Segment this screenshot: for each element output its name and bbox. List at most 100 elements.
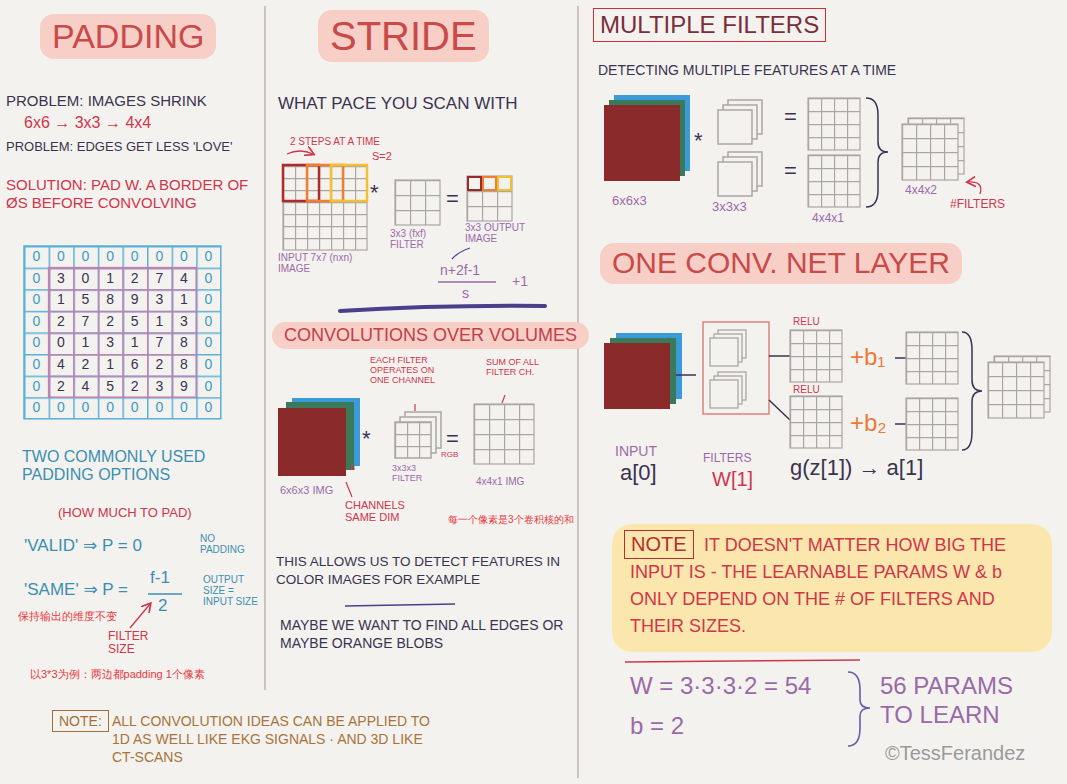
annotation-text: FILTER SIZE [108,630,168,655]
annotation-text: #FILTERS [950,198,1005,212]
annotation-text: a[0] [620,460,657,485]
grid-cell: 9 [172,379,197,393]
annotation-text: W[1] [712,468,753,491]
grid-cell: 0 [196,400,221,414]
annotation-text: 'VALID' ⇒ P = 0 [24,536,142,556]
grid-cell: 2 [49,314,74,328]
grid-cell: 5 [73,292,98,306]
grid-cell: 3 [172,314,197,328]
annotation-text: 4x4x2 [905,184,937,198]
annotation-text: +b₂ [850,409,887,437]
grid-cell: 3 [49,271,74,285]
grid-cell: 1 [172,292,197,306]
node-text: NOTE: [59,713,102,729]
grid-cell: 0 [73,249,98,263]
section-heading: ONE CONV. NET LAYER [600,243,962,284]
annotation-text: WHAT PACE YOU SCAN WITH [278,94,518,114]
node-text: MULTIPLE FILTERS [600,11,819,39]
annotation-text: * [362,426,371,451]
grid-cell: 0 [196,271,221,285]
grid-cell: 4 [49,357,74,371]
annotation-text: EACH FILTER OPERATES ON ONE CHANNEL [370,356,450,386]
annotation-text: (HOW MUCH TO PAD) [58,506,192,521]
grid-cell: 0 [172,400,197,414]
annotation-text: g(z[1]) → a[1] [790,455,923,480]
annotation-text: 4x4x1 [812,212,844,226]
annotation-text: RGB [441,450,458,459]
grid-cell: 4 [172,271,197,285]
grid-cell: 2 [147,357,172,371]
annotation-text: 4x4x1 IMG [476,476,531,487]
annotation-text: 3x3 (fxf) FILTER [390,228,454,250]
grid-cell: 3 [147,292,172,306]
annotation-text: n+2f-1 [440,262,480,278]
section-heading: CONVOLUTIONS OVER VOLUMES [272,322,589,349]
grid-cell: 0 [196,292,221,306]
section-heading: MULTIPLE FILTERS [593,8,826,42]
annotation-text: f-1 [150,568,170,588]
annotation-text: 3x3 OUTPUT IMAGE [465,222,541,244]
annotation-text: b = 2 [630,712,684,740]
node-text: PADDING [52,17,204,56]
note-box: NOTE [624,530,694,559]
grid-cell: 0 [24,249,49,263]
annotation-text: PROBLEM: IMAGES SHRINK [6,92,207,109]
grid-cell: 0 [196,357,221,371]
annotation-text: THIS ALLOWS US TO DETECT FEATURES IN COL… [276,553,571,588]
grid-cell: 1 [98,357,123,371]
grid-cell: 0 [24,271,49,285]
grid-cell: 0 [73,271,98,285]
grid-cell: 1 [98,271,123,285]
grid-cell: 0 [49,400,74,414]
grid-cell: 0 [172,249,197,263]
section-heading: PADDING [40,14,216,59]
grid-cell: 5 [98,379,123,393]
grid-cell: 8 [172,335,197,349]
annotation-text: ©TessFerandez [885,742,1025,765]
grid-cell: 2 [49,379,74,393]
annotation-text: INPUT 7x7 (nxn) IMAGE [278,252,378,274]
grid-cell: 3 [98,335,123,349]
grid-cell: 8 [172,357,197,371]
grid-cell: 1 [122,335,147,349]
annotation-text: +1 [512,273,528,289]
grid-cell: 0 [24,379,49,393]
grid-cell: 0 [122,249,147,263]
annotation-text: = [784,158,797,183]
annotation-text: s [462,285,469,301]
grid-cell: 2 [73,357,98,371]
annotation-text: 每一个像素是3个卷积核的和 [448,514,574,526]
grid-cell: 9 [122,292,147,306]
grid-cell: 0 [196,379,221,393]
annotation-text: S=2 [372,150,392,163]
grid-cell: 1 [73,335,98,349]
grid-cell: 0 [24,335,49,349]
annotation-text: INPUT [615,443,657,459]
annotation-text: = [446,186,459,211]
annotation-text: 保持输出的维度不变 [18,610,117,623]
annotation-text: = [446,426,459,451]
note-box: NOTE: [52,710,109,732]
grid-cell: 7 [147,271,172,285]
annotation-text: * [694,128,703,153]
annotation-text: B [350,463,355,472]
grid-cell: 2 [122,271,147,285]
grid-cell: 3 [147,379,172,393]
annotation-text: NO PADDING [200,533,258,555]
grid-cell: 7 [73,314,98,328]
annotation-text: FILTERS [703,452,751,466]
grid-cell: 0 [24,314,49,328]
node-text: CONVOLUTIONS OVER VOLUMES [284,325,577,346]
grid-cell: 0 [147,400,172,414]
grid-cell: 0 [49,249,74,263]
annotation-text: 56 PARAMS TO LEARN [880,672,1040,730]
annotation-text: ALL CONVOLUTION IDEAS CAN BE APPLIED TO … [112,712,442,767]
annotation-text: = [784,104,797,129]
annotation-text: 2 STEPS AT A TIME [290,136,380,148]
node-text: NOTE [631,533,687,556]
annotation-text: IT DOESN'T MATTER HOW BIG THE INPUT IS -… [630,532,1045,640]
grid-cell: 2 [98,314,123,328]
grid-cell: 5 [122,314,147,328]
grid-cell: 0 [122,400,147,414]
grid-cell: 0 [24,292,49,306]
